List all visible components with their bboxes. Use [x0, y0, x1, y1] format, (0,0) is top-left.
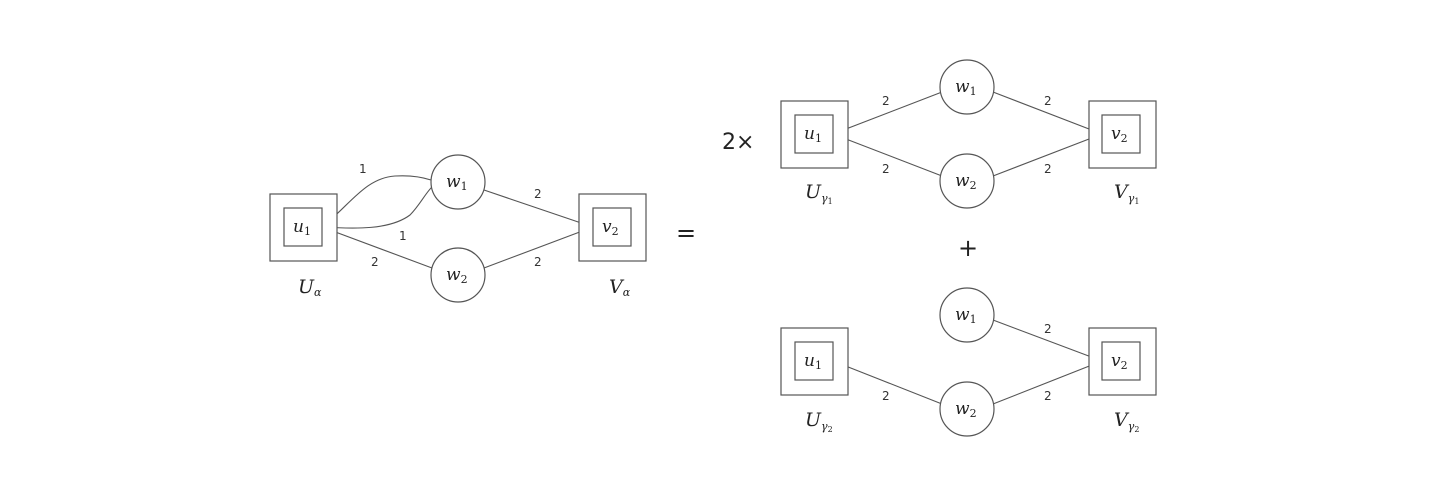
node-u1-label: u1	[293, 217, 311, 238]
node-v2-label: v2	[602, 217, 619, 238]
edge-w2-v2	[992, 360, 1103, 405]
edge-weight: 2	[534, 255, 542, 269]
edge-w2-v2	[483, 226, 594, 269]
edge-u1-w1	[832, 91, 943, 135]
edge-u1-w2	[832, 133, 943, 177]
edge-weight: 1	[399, 229, 407, 243]
node-w1-label: w1	[446, 172, 468, 193]
plus-sign: +	[958, 234, 978, 262]
edge-w1-v2	[992, 319, 1103, 362]
edge-weight: 1	[359, 162, 367, 176]
node-w2-circle[interactable]	[939, 381, 995, 437]
node-v2-label: v2	[1111, 351, 1128, 372]
node-v2-box[interactable]	[592, 207, 632, 247]
edge-u1-w2	[321, 226, 433, 269]
edge-weight: 2	[1044, 94, 1052, 108]
node-u1-box[interactable]	[794, 114, 834, 154]
node-w2-circle[interactable]	[939, 153, 995, 209]
edge-weight: 2	[882, 162, 890, 176]
node-u1-box[interactable]	[283, 207, 323, 247]
node-v2-box[interactable]	[1101, 114, 1141, 154]
node-w1-label: w1	[955, 305, 977, 326]
diagram-alpha: 1 1 2 2 2 u1 v2 w1 w2 Uα Vα	[269, 154, 647, 303]
multiplier-label: 2×	[722, 130, 754, 155]
edge-w2-v2	[992, 133, 1103, 177]
edge-weight: 2	[534, 187, 542, 201]
node-u1-label: u1	[804, 351, 822, 372]
diagram-gamma2: 2 2 2 u1 v2 w1 w2 Uγ2 Vγ2	[780, 287, 1157, 437]
edge-u1-w2	[832, 360, 943, 405]
node-w1-circle[interactable]	[939, 287, 995, 343]
node-u1-box[interactable]	[794, 341, 834, 381]
node-v2-box[interactable]	[1101, 341, 1141, 381]
set-u-label: Uα	[298, 276, 322, 299]
node-v2-label: v2	[1111, 124, 1128, 145]
set-v-label: Vα	[609, 276, 631, 299]
set-v-label: Vγ2	[1114, 409, 1139, 434]
node-w1-circle[interactable]	[430, 154, 486, 210]
equals-sign: =	[676, 219, 696, 247]
node-w1-circle[interactable]	[939, 59, 995, 115]
node-w2-label: w2	[446, 265, 468, 286]
node-w1-label: w1	[955, 77, 977, 98]
edge-u1-w1-upper	[321, 175, 432, 228]
edge-w1-v2	[992, 91, 1103, 135]
edge-weight: 2	[1044, 322, 1052, 336]
edge-weight: 2	[371, 255, 379, 269]
edge-u1-w1-lower	[321, 185, 434, 229]
edge-weight: 2	[1044, 162, 1052, 176]
set-u-label: Uγ2	[805, 409, 833, 434]
edge-weight: 2	[882, 94, 890, 108]
edge-weight: 2	[1044, 389, 1052, 403]
node-w2-label: w2	[955, 399, 977, 420]
set-v-label: Vγ1	[1114, 181, 1139, 206]
diagram-gamma1: 2 2 2 2 u1 v2 w1 w2 Uγ1 Vγ1	[780, 59, 1157, 209]
set-u-label: Uγ1	[805, 181, 833, 206]
edge-weight: 2	[882, 389, 890, 403]
node-w2-label: w2	[955, 171, 977, 192]
edge-w1-v2	[483, 189, 594, 228]
node-u1-label: u1	[804, 124, 822, 145]
node-w2-circle[interactable]	[430, 247, 486, 303]
